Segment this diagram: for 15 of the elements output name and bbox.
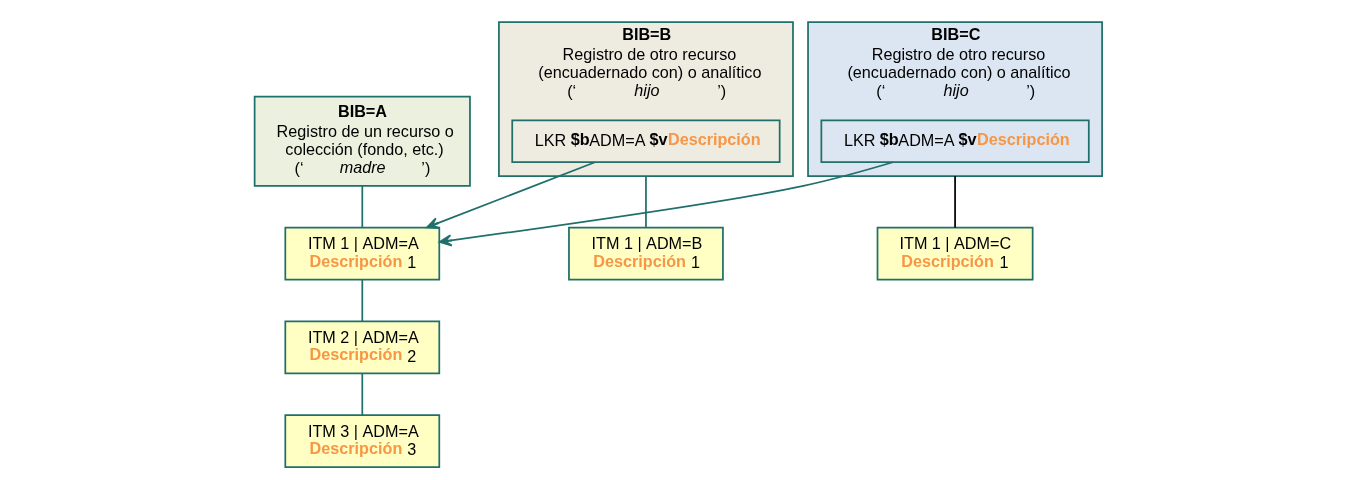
node-box: ITM 1 | ADM=A Descripción 1 bbox=[283, 226, 440, 281]
connector bbox=[360, 372, 363, 416]
node-box: LKR $bADM=A $vDescripción bbox=[820, 119, 1090, 163]
node-box: BIB=A Registro de un recurso o colección (fondo, etc.) (‘madre’) bbox=[253, 95, 471, 187]
connector bbox=[360, 185, 363, 229]
connector bbox=[360, 278, 363, 323]
node-box: ITM 3 | ADM=A Descripción 3 bbox=[283, 414, 440, 469]
arrow bbox=[438, 161, 894, 247]
node-box: LKR $bADM=A $vDescripción bbox=[510, 119, 781, 163]
node-box: ITM 1 | ADM=C Descripción 1 bbox=[876, 226, 1033, 281]
connector bbox=[953, 175, 956, 229]
arrow bbox=[425, 161, 596, 229]
node-box: ITM 2 | ADM=A Descripción 2 bbox=[283, 320, 440, 375]
connector bbox=[644, 175, 647, 229]
node-box: ITM 1 | ADM=B Descripción 1 bbox=[567, 226, 724, 281]
